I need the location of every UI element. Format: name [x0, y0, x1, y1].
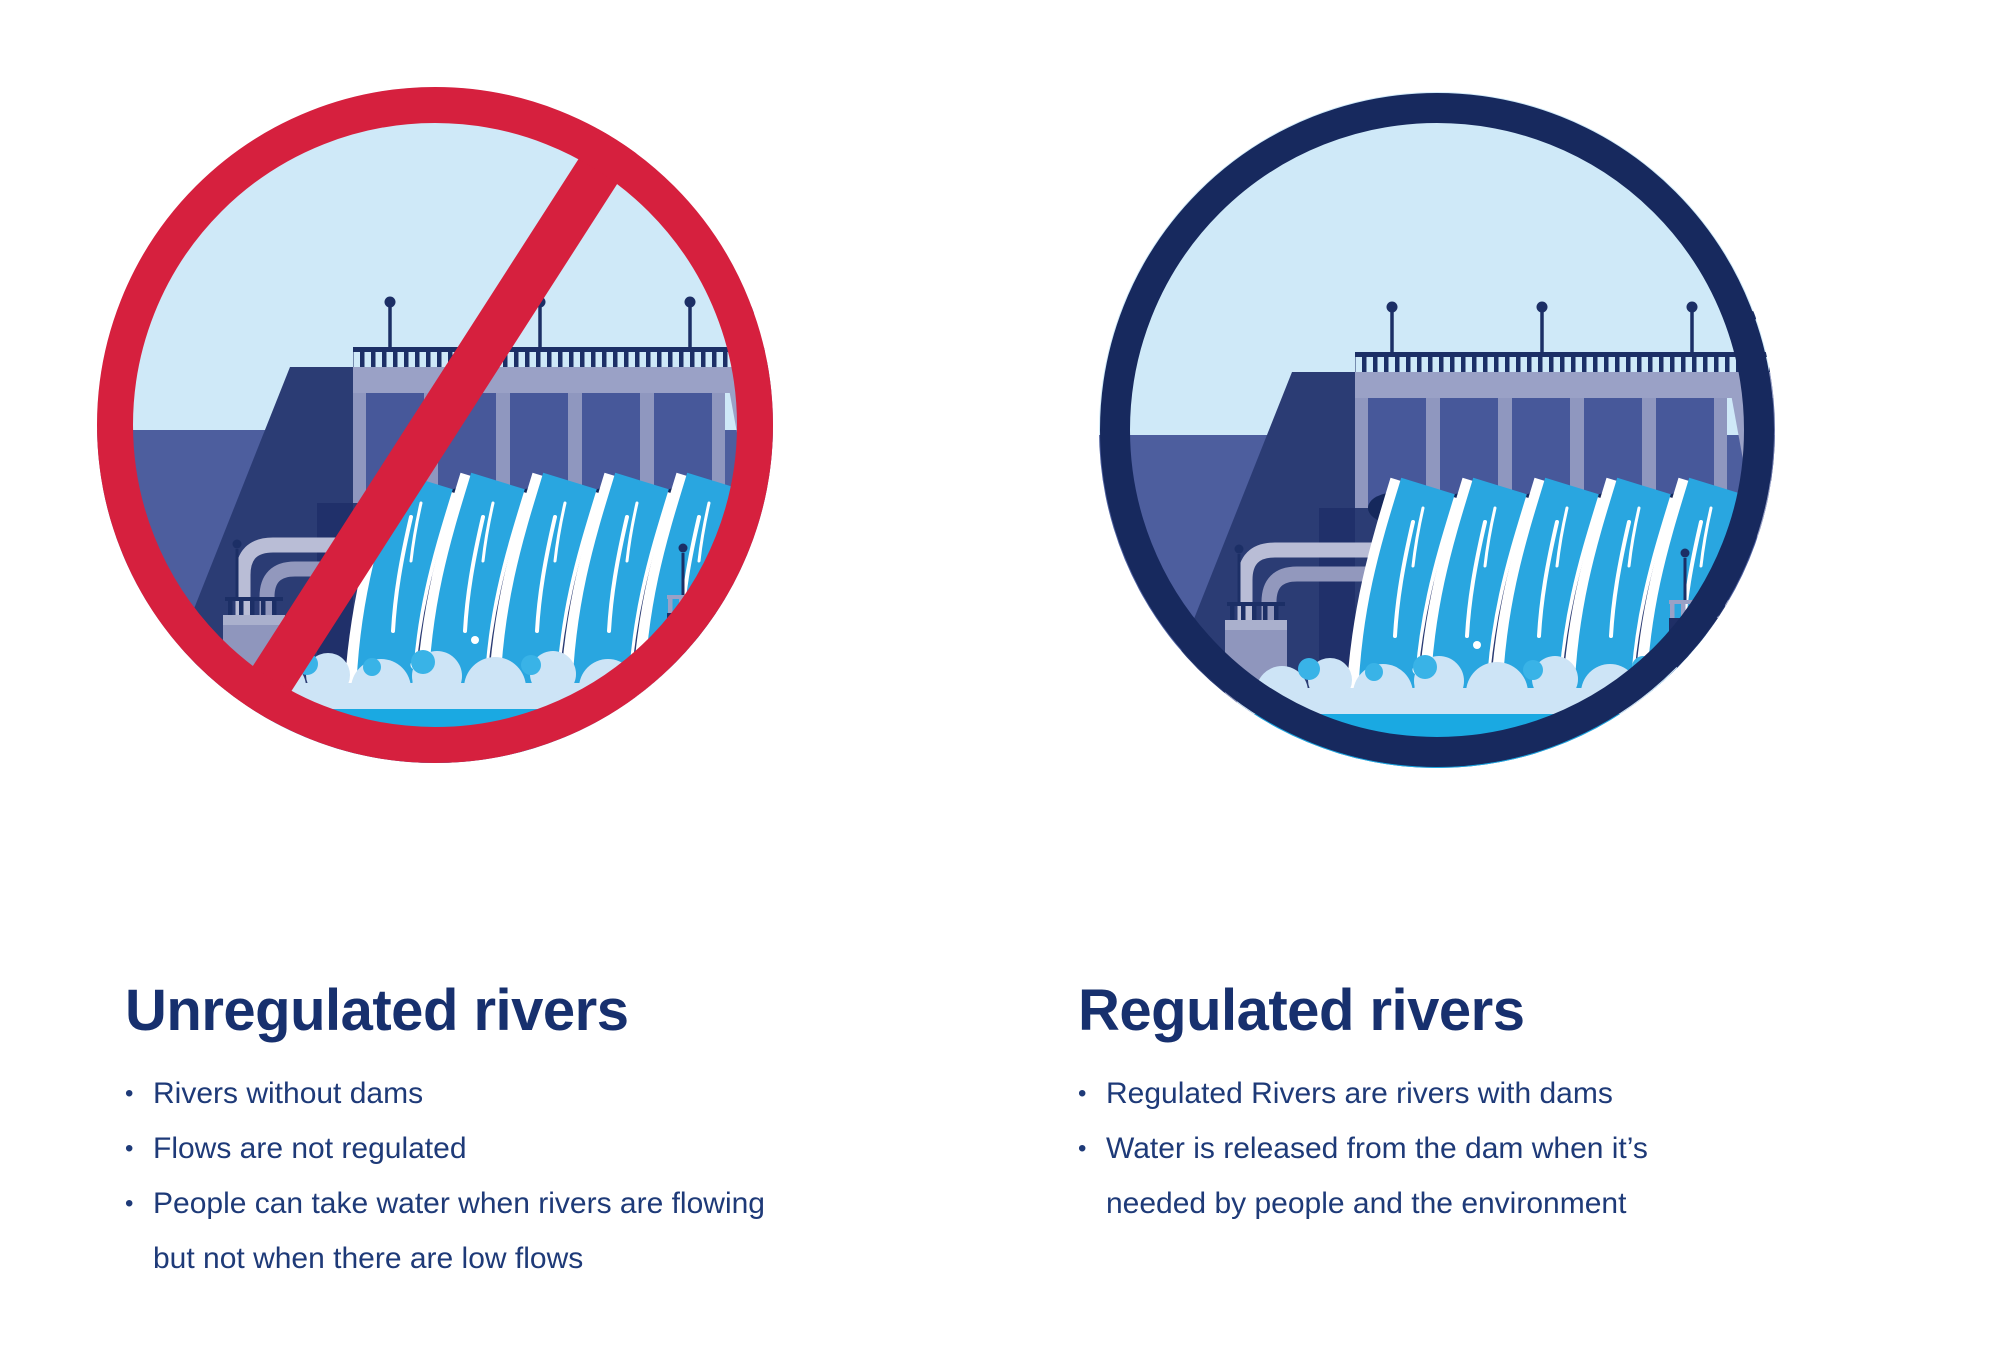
- bullet-dot: •: [125, 1080, 134, 1107]
- unregulated-rivers-title: Unregulated rivers: [125, 978, 629, 1043]
- dam-waterfall-illustration: [85, 75, 785, 775]
- no-entry-ring-icon: [97, 87, 773, 763]
- bullet-dot: •: [1078, 1135, 1087, 1162]
- list-item: • Water is released from the dam when it…: [1078, 1121, 1838, 1231]
- prohibition-slash: [230, 124, 640, 726]
- unregulated-rivers-illustration: [85, 75, 785, 775]
- regulated-rivers-section: Regulated rivers • Regulated Rivers are …: [1078, 978, 1838, 1231]
- unregulated-rivers-section: Unregulated rivers • Rivers without dams…: [125, 978, 885, 1286]
- unregulated-rivers-bullets: • Rivers without dams • Flows are not re…: [125, 1066, 885, 1286]
- regulated-rivers-bullets: • Regulated Rivers are rivers with dams …: [1078, 1066, 1838, 1231]
- list-item: • Flows are not regulated: [125, 1121, 885, 1176]
- bullet-dot: •: [1078, 1080, 1087, 1107]
- navy-ring: [1100, 93, 1774, 767]
- bullet-dot: •: [125, 1190, 134, 1217]
- regulated-rivers-title: Regulated rivers: [1078, 978, 1525, 1043]
- list-item: • People can take water when rivers are …: [125, 1176, 885, 1286]
- regulated-rivers-illustration: [1087, 80, 1787, 780]
- bullet-dot: •: [125, 1135, 134, 1162]
- dam-waterfall-illustration: [1087, 80, 1787, 780]
- list-item: • Rivers without dams: [125, 1066, 885, 1121]
- list-item: • Regulated Rivers are rivers with dams: [1078, 1066, 1838, 1121]
